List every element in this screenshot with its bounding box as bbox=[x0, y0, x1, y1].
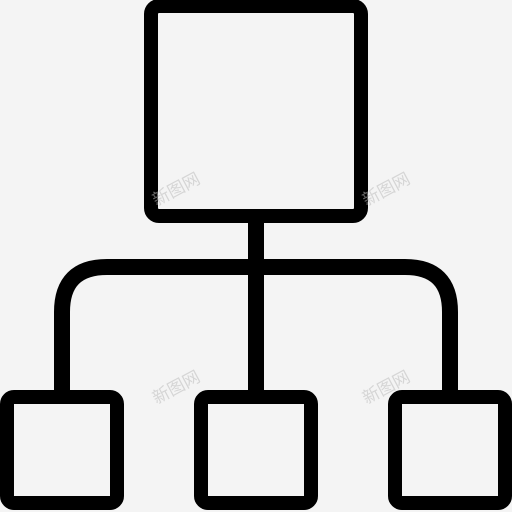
child-node-left-box bbox=[0, 390, 124, 510]
watermark-group: 新图网 新图网 新图网 新图网 bbox=[149, 169, 413, 409]
child-node-right-box bbox=[388, 390, 512, 510]
child-node-center-box bbox=[194, 390, 318, 510]
branch-connector bbox=[54, 259, 458, 395]
